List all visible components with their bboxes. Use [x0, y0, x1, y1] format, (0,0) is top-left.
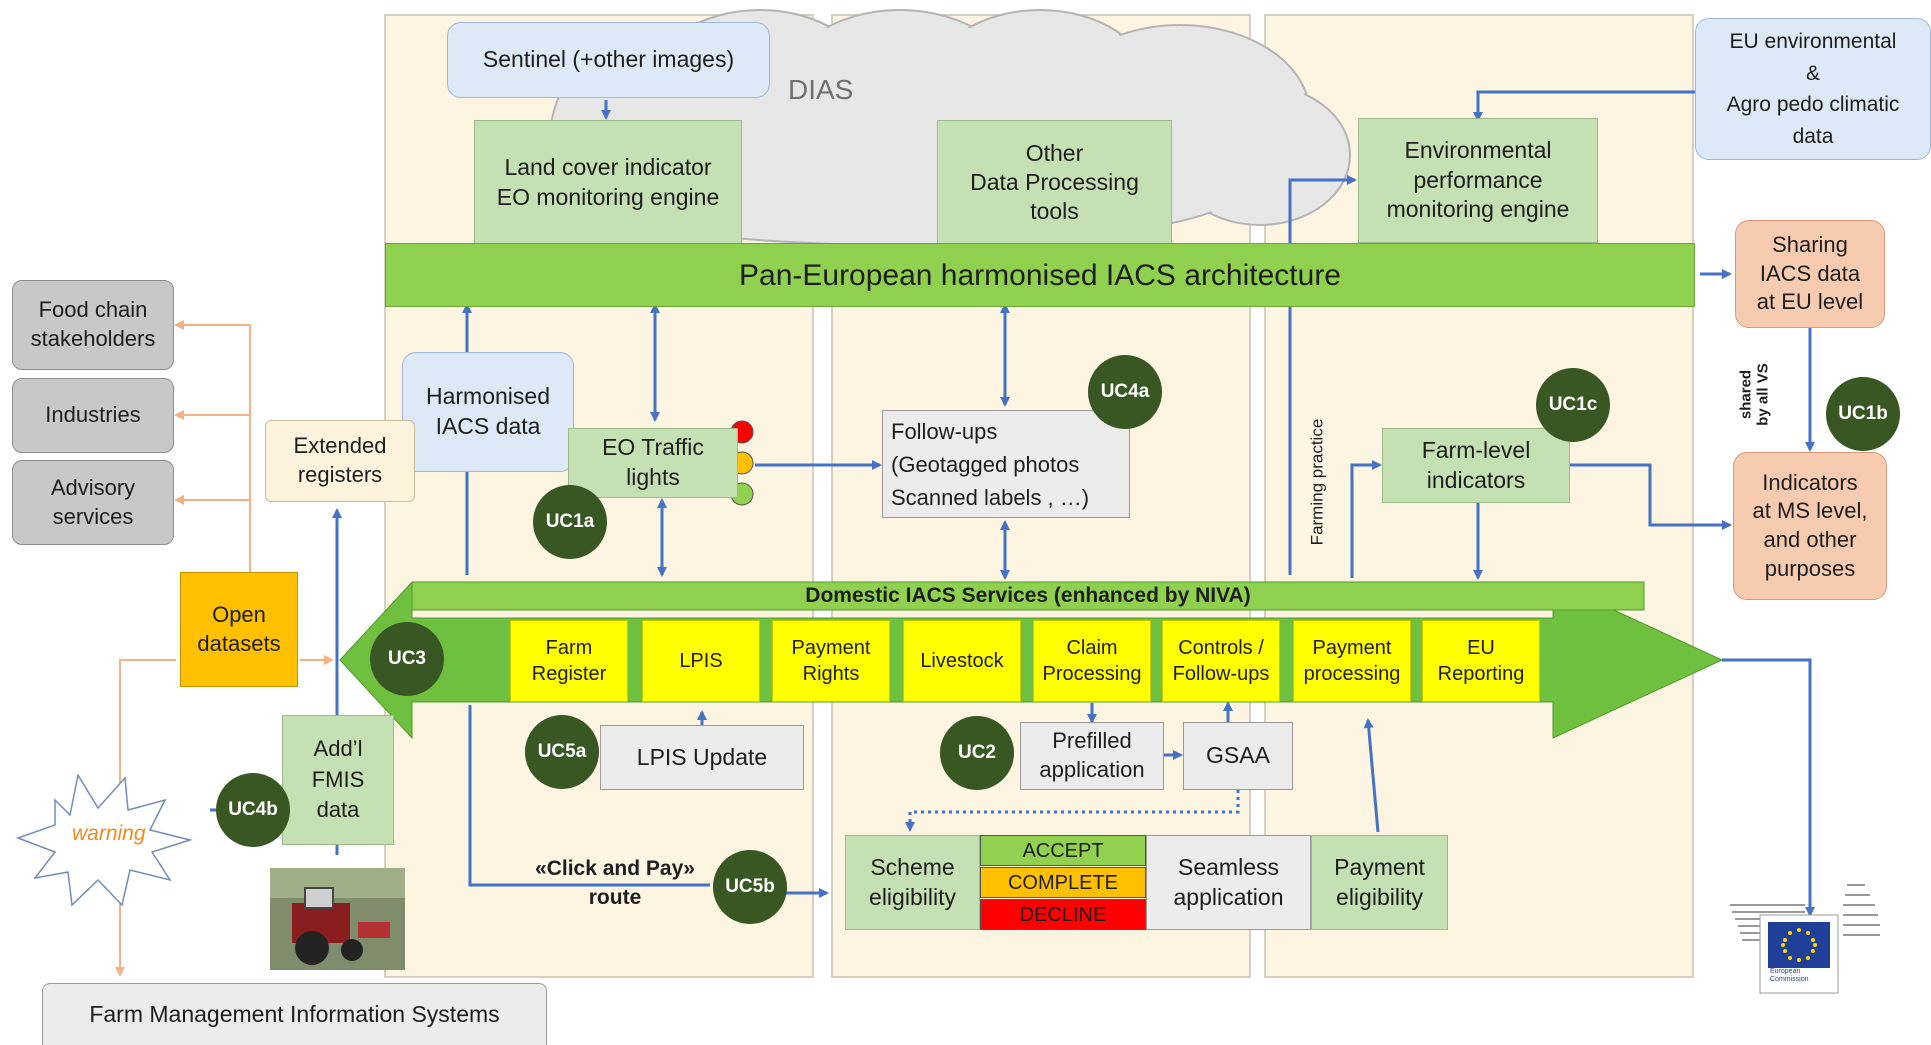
gsaa-box: GSAA	[1183, 722, 1293, 790]
european-commission-logo-text: European Commission	[1770, 968, 1809, 983]
uc1c-badge: UC1c	[1536, 368, 1610, 442]
decline-status: DECLINE	[980, 899, 1146, 930]
seamless-application-box: Seamless application	[1146, 835, 1311, 930]
service-payment-rights: Payment Rights	[772, 620, 890, 702]
uc1a-badge: UC1a	[533, 485, 607, 559]
payment-eligibility-box: Payment eligibility	[1311, 835, 1448, 930]
land-cover-indicator-box: Land cover indicator EO monitoring engin…	[474, 120, 742, 245]
shared-by-all-label: shared by all VS	[1737, 363, 1772, 426]
uc3-badge: UC3	[370, 622, 444, 696]
uc4b-badge: UC4b	[216, 773, 290, 847]
service-claim-processing: Claim Processing	[1033, 620, 1151, 702]
addl-fmis-data-box: Add’l FMIS data	[282, 715, 394, 845]
service-lpis: LPIS	[642, 620, 760, 702]
follow-ups-box: Follow-ups (Geotagged photos Scanned lab…	[882, 410, 1130, 518]
service-eu-reporting: EU Reporting	[1422, 620, 1540, 702]
accept-status: ACCEPT	[980, 835, 1146, 866]
open-datasets-box: Open datasets	[180, 572, 298, 687]
service-controls-follow-ups: Controls / Follow-ups	[1162, 620, 1280, 702]
tractor-photo	[270, 868, 405, 970]
farming-practice-label: Farming practice	[1307, 418, 1327, 546]
uc5a-badge: UC5a	[525, 715, 599, 789]
eu-environmental-box: EU environmental & Agro pedo climatic da…	[1695, 18, 1931, 160]
service-farm-register: Farm Register	[510, 620, 628, 702]
advisory-services-box: Advisory services	[12, 460, 174, 545]
environmental-performance-box: Environmental performance monitoring eng…	[1358, 118, 1598, 243]
pan-european-bar: Pan-European harmonised IACS architectur…	[385, 243, 1695, 307]
lpis-update-box: LPIS Update	[600, 725, 804, 790]
extended-registers-box: Extended registers	[265, 420, 415, 502]
indicators-ms-box: Indicators at MS level, and other purpos…	[1733, 452, 1887, 600]
warning-label: warning	[72, 822, 146, 845]
sentinel-box: Sentinel (+other images)	[447, 22, 770, 98]
food-chain-box: Food chain stakeholders	[12, 280, 174, 370]
scheme-eligibility-box: Scheme eligibility	[845, 835, 980, 930]
other-tools-box: Other Data Processing tools	[937, 120, 1172, 245]
uc4a-badge: UC4a	[1088, 355, 1162, 429]
complete-status: COMPLETE	[980, 867, 1146, 898]
eo-traffic-lights-box: EO Traffic lights	[568, 428, 738, 498]
industries-box: Industries	[12, 378, 174, 453]
sharing-iacs-box: Sharing IACS data at EU level	[1735, 220, 1885, 328]
click-and-pay-label: «Click and Pay» route	[535, 856, 695, 909]
dias-label: DIAS	[788, 74, 854, 105]
domestic-services-band	[411, 581, 1645, 611]
farm-level-indicators-box: Farm-level indicators	[1382, 428, 1570, 503]
uc1b-badge: UC1b	[1826, 377, 1900, 451]
service-payment-processing: Payment processing	[1293, 620, 1411, 702]
domestic-services-label: Domestic IACS Services (enhanced by NIVA…	[805, 584, 1251, 607]
fmis-box: Farm Management Information Systems	[42, 983, 547, 1045]
uc5b-badge: UC5b	[713, 850, 787, 924]
warning-star-shape	[15, 772, 193, 907]
service-livestock: Livestock	[903, 620, 1021, 702]
harmonised-iacs-box: Harmonised IACS data	[402, 352, 574, 472]
uc2-badge: UC2	[940, 716, 1014, 790]
prefilled-application-box: Prefilled application	[1020, 722, 1164, 790]
